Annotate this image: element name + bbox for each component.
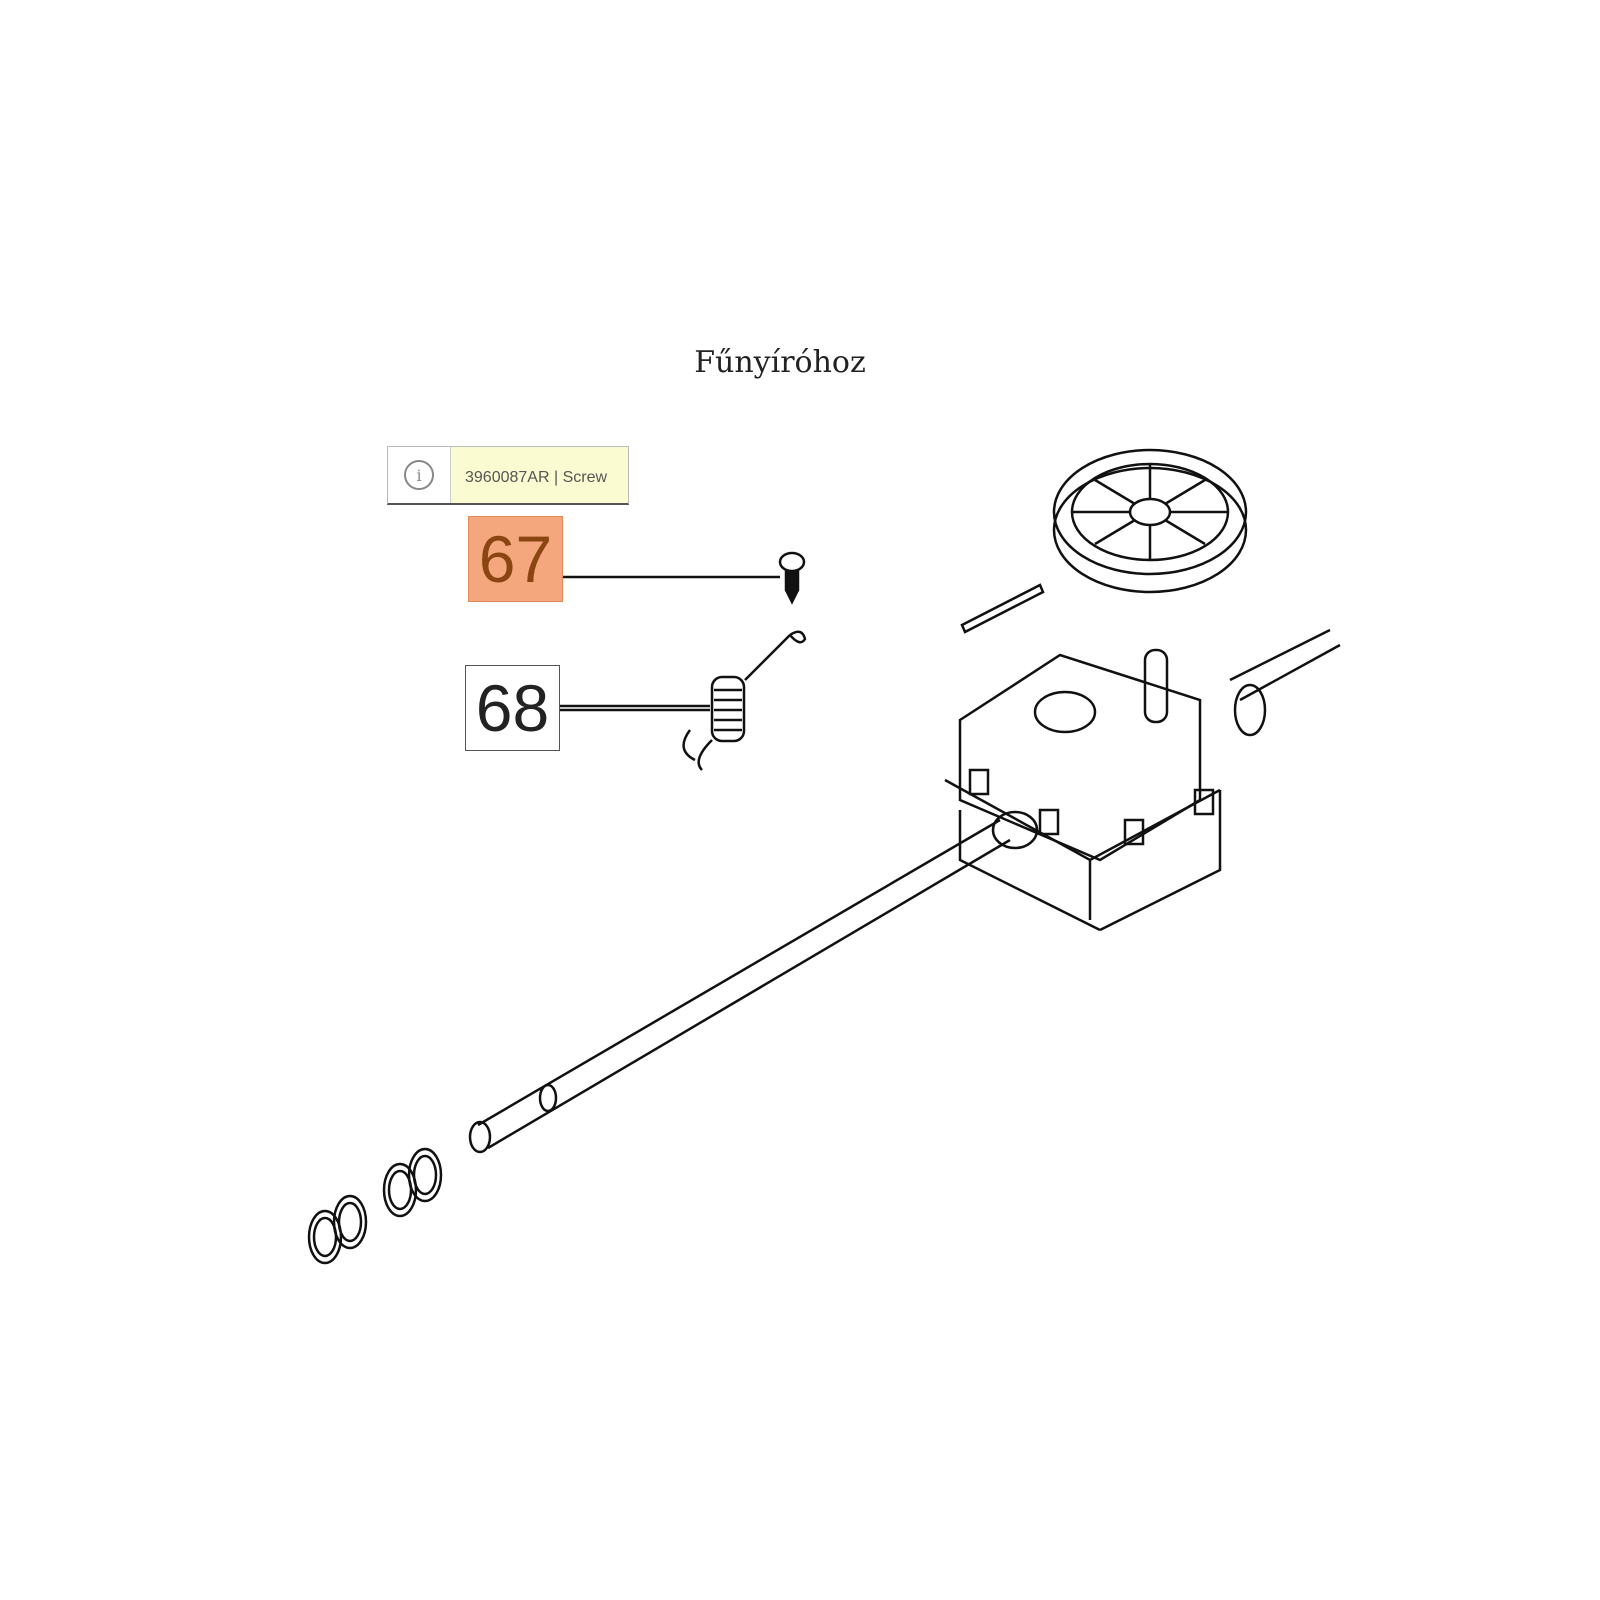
gearbox-part[interactable] bbox=[944, 628, 1341, 932]
spring-part[interactable] bbox=[682, 630, 807, 771]
info-icon[interactable]: i bbox=[388, 447, 451, 503]
callout-67[interactable]: 67 bbox=[468, 516, 563, 602]
pulley-part[interactable] bbox=[1052, 448, 1248, 594]
axle-shaft-part[interactable] bbox=[468, 818, 1011, 1154]
diagram-title: Fűnyíróhoz bbox=[694, 345, 866, 380]
screw-part[interactable] bbox=[778, 551, 806, 605]
washer-parts[interactable] bbox=[307, 1147, 443, 1265]
pin-part bbox=[960, 583, 1045, 634]
part-tooltip: i 3960087AR | Screw bbox=[387, 446, 629, 505]
leader-line-68 bbox=[560, 704, 710, 712]
tooltip-text: 3960087AR | Screw bbox=[451, 447, 628, 503]
callout-68[interactable]: 68 bbox=[465, 665, 560, 751]
